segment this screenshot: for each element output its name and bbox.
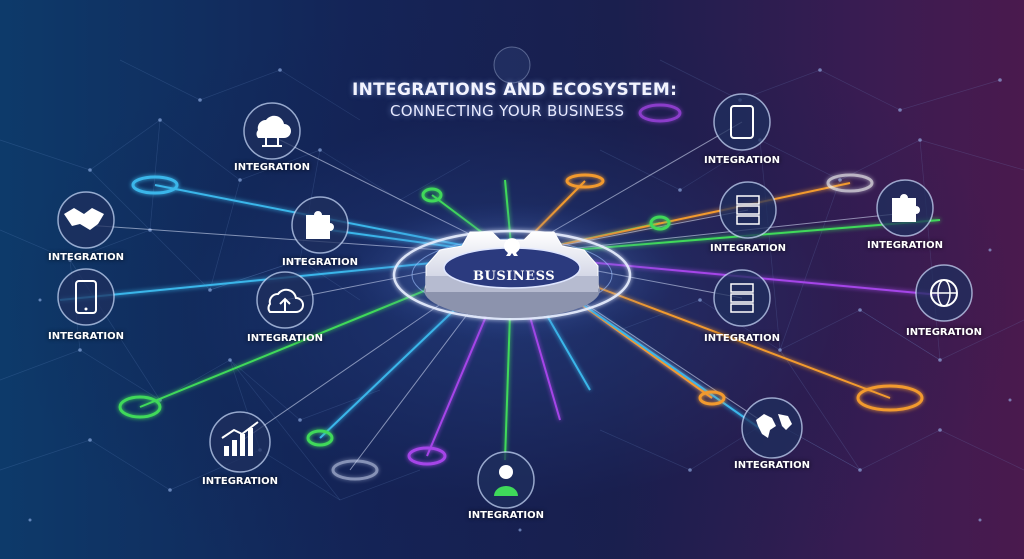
node-label-tablet: INTEGRATION [703, 155, 781, 166]
endpoint-ring [826, 173, 874, 193]
endpoint-ring [856, 384, 924, 412]
business-hub [342, 202, 682, 342]
endpoint-ring [131, 175, 179, 195]
endpoint-ring [649, 215, 671, 231]
node-label-handshake: INTEGRATION [47, 252, 125, 263]
node-label-cloud-network: INTEGRATION [233, 162, 311, 173]
node-label-server-top: INTEGRATION [709, 243, 787, 254]
globe-icon [915, 264, 973, 322]
node-label-user: INTEGRATION [467, 510, 545, 521]
puzzle-icon [876, 179, 934, 237]
endpoint-ring [407, 446, 447, 466]
endpoint-ring [306, 429, 334, 447]
bar-chart-icon [209, 411, 271, 473]
server-icon [713, 269, 771, 327]
endpoint-ring [698, 390, 726, 406]
node-label-world-map: INTEGRATION [733, 460, 811, 471]
handshake-icon [57, 191, 115, 249]
node-label-puzzle-left: INTEGRATION [281, 257, 359, 268]
endpoint-rings [118, 103, 924, 481]
node-label-cloud-upload: INTEGRATION [246, 333, 324, 344]
endpoint-ring [565, 173, 605, 189]
endpoint-ring [331, 459, 379, 481]
node-label-mobile-left: INTEGRATION [47, 331, 125, 342]
cloud-network-icon [243, 102, 301, 160]
node-label-puzzle-right: INTEGRATION [866, 240, 944, 251]
endpoint-ring [638, 103, 682, 123]
endpoint-ring [118, 395, 162, 419]
user-icon [477, 451, 535, 509]
mobile-phone-icon [57, 268, 115, 326]
tablet-icon [713, 93, 771, 151]
cloud-upload-icon [256, 271, 314, 329]
world-map-icon [741, 397, 803, 459]
diagram-title: INTEGRATIONS AND ECOSYSTEM: [352, 80, 678, 100]
diagram-subtitle: CONNECTING YOUR BUSINESS [390, 102, 625, 120]
endpoint-ring [421, 187, 443, 203]
node-circles [57, 46, 973, 509]
node-label-globe: INTEGRATION [905, 327, 983, 338]
gear-icon [425, 231, 599, 292]
node-label-server-mid: INTEGRATION [703, 333, 781, 344]
hub-label: BUSINESS [473, 269, 556, 284]
puzzle-icon [291, 196, 349, 254]
node-label-chart: INTEGRATION [201, 476, 279, 487]
server-icon [719, 181, 777, 239]
